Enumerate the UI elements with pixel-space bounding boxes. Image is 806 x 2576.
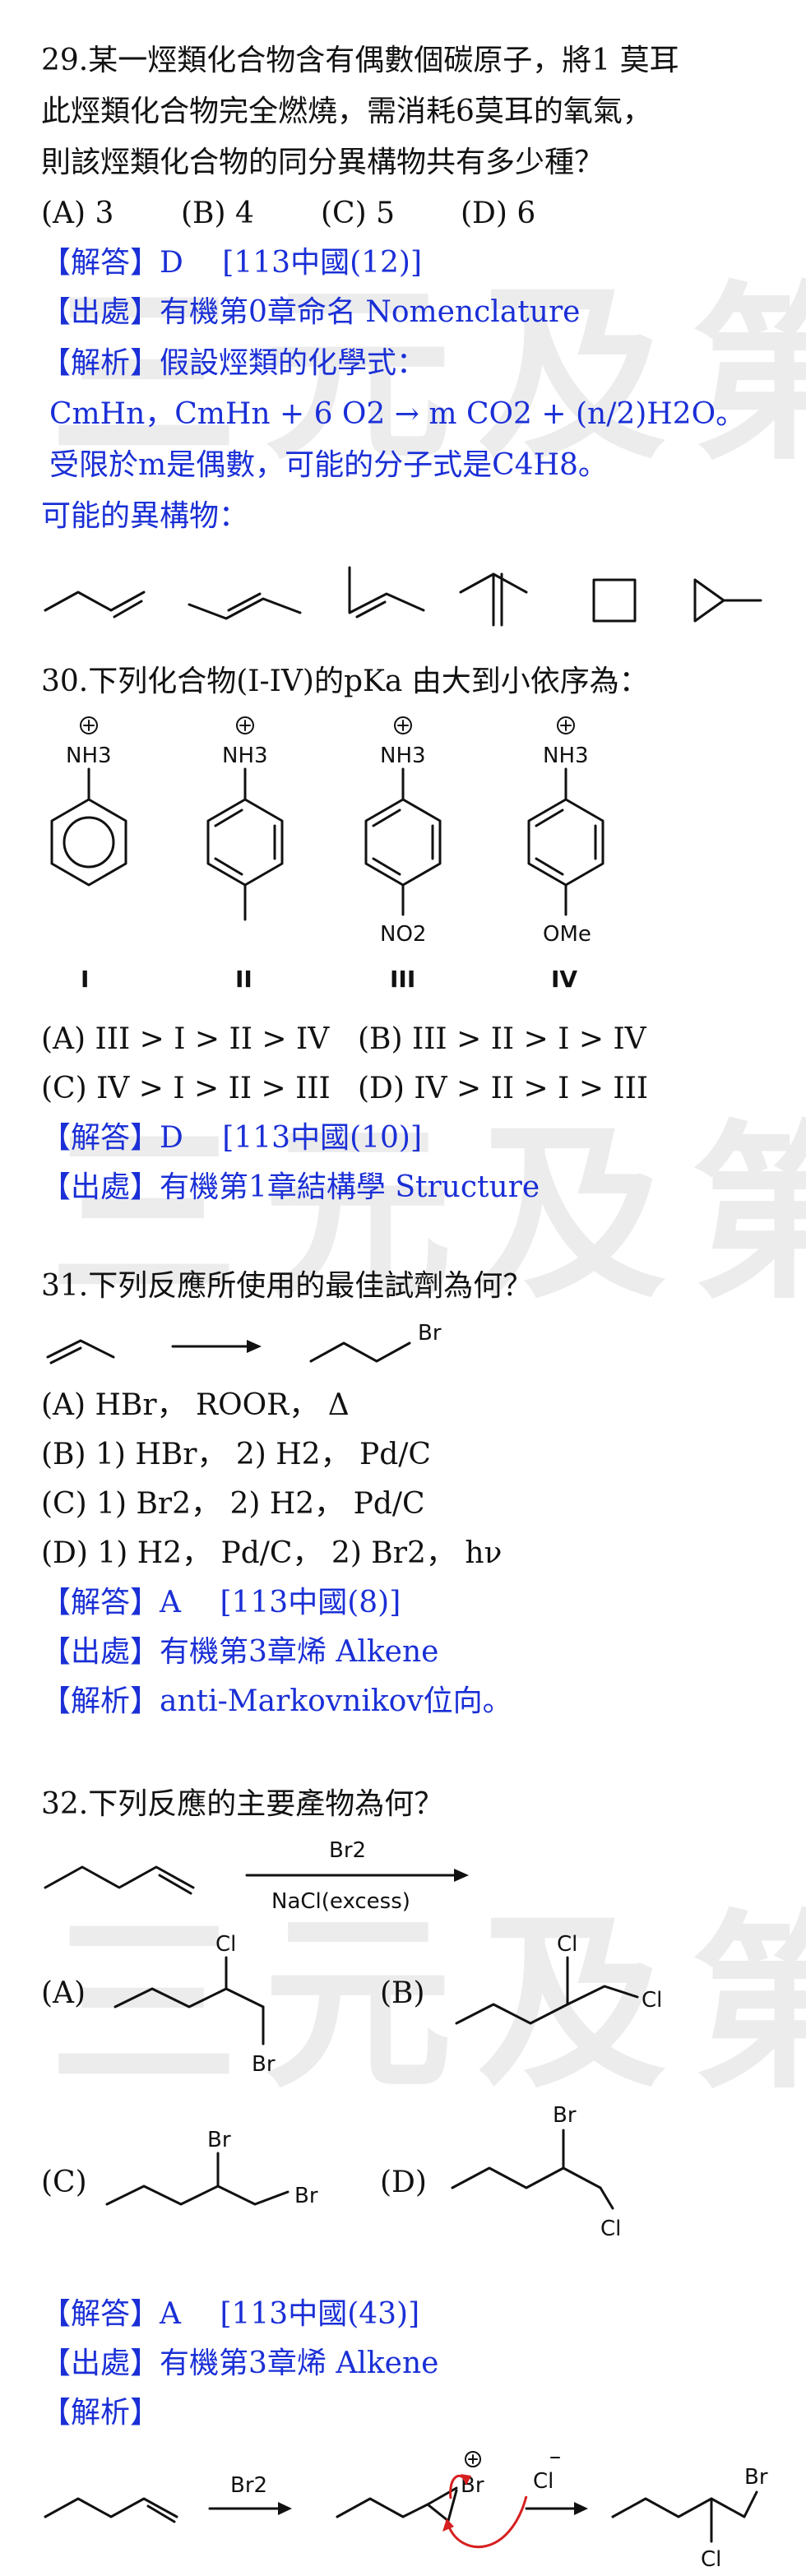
q29-source: 【出處】有機第0章命名 Nomenclature [41, 295, 581, 329]
q29-isomer-structures [44, 566, 762, 627]
compound-iv-label: IV [551, 966, 577, 993]
q32-b-cl2: Cl [642, 1988, 662, 2013]
q32-reaction: Br2 NaCl(excess) [44, 1838, 469, 1914]
q32-answer: 【解答】A [113中國(43)] [41, 2297, 420, 2331]
compound-ii: NH3 II [206, 716, 284, 993]
q32-reagent-bottom: NaCl(excess) [271, 1889, 410, 1914]
q29-options: (A) 3 (B) 4 (C) 5 (D) 6 [41, 194, 535, 234]
q29-analysis: 【解析】假設烴類的化學式： [41, 346, 427, 380]
q30-structures: NH3 I NH3 II NH3 NO2 III [50, 716, 604, 993]
q29-answer: 【解答】D [113中國(12)] [41, 246, 423, 280]
mech-product-br: Br [744, 2465, 768, 2490]
option-d: (D) 6 [461, 197, 536, 230]
q32-analysis: 【解析】 [41, 2396, 160, 2430]
option-c: (C) IV > I > II > III [41, 1072, 331, 1105]
q32-a-br: Br [252, 2052, 276, 2077]
q31-stem: 31.下列反應所使用的最佳試劑為何？ [41, 1269, 533, 1303]
q31-analysis: 【解析】anti-Markovnikov位向。 [41, 1684, 512, 1718]
mech-reagent: Br2 [230, 2473, 267, 2498]
q31-option-b: (B) 1) HBr， 2) H2， Pd/C [41, 1438, 431, 1471]
option-b: (B) III > II > I > IV [358, 1022, 646, 1056]
compound-i-label: I [81, 966, 89, 993]
q29-formula2: 受限於m是偶數，可能的分子式是C4H8。 [49, 448, 608, 482]
compound-iii: NH3 NO2 III [364, 716, 442, 993]
q31-answer: 【解答】A [113中國(8)] [41, 1586, 401, 1619]
q32-option-a-label: (A) [41, 1976, 86, 2010]
q32-structure-c: Br Br [105, 2128, 318, 2208]
q31-product-br: Br [418, 1321, 442, 1346]
compound-iv-nh3: NH3 [543, 744, 589, 768]
q29-stem-line3: 則該烴類化合物的同分異構物共有多少種？ [41, 146, 604, 179]
q32-reagent-top: Br2 [329, 1838, 366, 1863]
compound-i-nh3: NH3 [66, 744, 112, 768]
q31-reaction: Br [46, 1321, 442, 1364]
q31-source: 【出處】有機第3章烯 Alkene [41, 1635, 439, 1669]
q32-source: 【出處】有機第3章烯 Alkene [41, 2347, 439, 2380]
q32-option-c-label: (C) [41, 2166, 87, 2199]
q31-option-c: (C) 1) Br2， 2) H2， Pd/C [41, 1487, 425, 1521]
mech-product-cl: Cl [701, 2547, 721, 2572]
compound-ii-label: II [235, 966, 252, 993]
q32-c-br2: Br [294, 2184, 318, 2208]
q32-option-b-label: (B) [380, 1976, 425, 2010]
compound-iii-label: III [390, 966, 415, 993]
compound-i: NH3 I [50, 716, 127, 993]
option-d: (D) IV > II > I > III [358, 1072, 649, 1105]
q31-option-a: (A) HBr， ROOR， Δ [41, 1388, 350, 1422]
q30-options-row2: (C) IV > I > II > III (D) IV > II > I > I… [41, 1069, 648, 1109]
q29-stem-line2: 此烴類化合物完全燃燒，需消耗6莫耳的氧氣， [41, 95, 652, 128]
q29-formula1: CmHn，CmHn + 6 O2 → m CO2 + (n/2)H2O。 [49, 397, 746, 431]
q32-b-cl1: Cl [557, 1932, 577, 1957]
q32-structure-b: Cl Cl [455, 1932, 662, 2025]
compound-iv-ome: OMe [543, 922, 591, 947]
option-c: (C) 5 [321, 197, 395, 230]
q32-structure-a: Cl Br [113, 1932, 276, 2077]
compound-iii-no2: NO2 [380, 922, 426, 947]
option-b: (B) 4 [181, 197, 254, 230]
option-a: (A) III > I > II > IV [41, 1022, 330, 1056]
q32-a-cl: Cl [215, 1932, 236, 1957]
q32-mechanism: Br2 Br Cl Cl Br [44, 2451, 768, 2572]
q32-c-br1: Br [207, 2128, 231, 2152]
q31-option-d: (D) 1) H2， Pd/C， 2) Br2， hν [41, 1536, 503, 1570]
q32-d-br: Br [553, 2103, 577, 2128]
q32-option-structures: Cl Br Cl Cl Br Br Br Cl [105, 1932, 662, 2241]
compound-ii-nh3: NH3 [222, 744, 268, 768]
q29-isomers-label: 可能的異構物： [41, 499, 249, 533]
q30-answer: 【解答】D [113中國(10)] [41, 1121, 423, 1155]
q29-stem-line1: 29.某一烴類化合物含有偶數個碳原子，將1 莫耳 [41, 44, 679, 77]
option-a: (A) 3 [41, 197, 114, 230]
compound-iv: NH3 OMe IV [527, 716, 604, 993]
mech-chloride: Cl [533, 2469, 554, 2494]
q30-source: 【出處】有機第1章結構學 Structure [41, 1170, 540, 1204]
q30-stem: 30.下列化合物(I-IV)的pKa 由大到小依序為： [41, 665, 649, 698]
q32-d-cl: Cl [600, 2217, 621, 2241]
q32-stem: 32.下列反應的主要產物為何？ [41, 1787, 444, 1821]
q30-options-row1: (A) III > I > II > IV (B) III > II > I > … [41, 1020, 646, 1059]
q32-structure-d: Br Cl [451, 2103, 621, 2241]
compound-iii-nh3: NH3 [380, 744, 426, 768]
q32-option-d-label: (D) [380, 2166, 427, 2199]
